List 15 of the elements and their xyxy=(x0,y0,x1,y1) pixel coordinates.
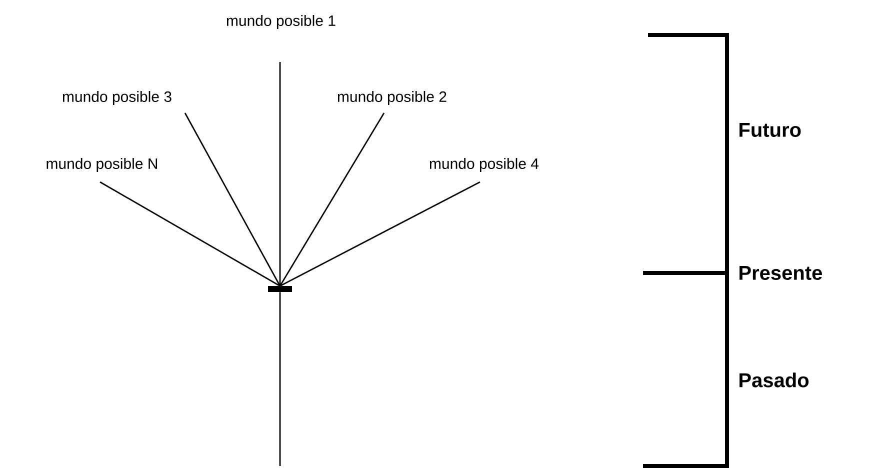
world-label: mundo posible 2 xyxy=(338,91,446,105)
branch-line xyxy=(279,112,385,286)
present-bar xyxy=(268,286,292,292)
time-label: Futuro xyxy=(740,123,801,137)
timeline-line xyxy=(279,292,281,466)
branch-line xyxy=(184,112,281,286)
branch-line xyxy=(279,62,281,286)
world-label: mundo posible 3 xyxy=(62,91,172,105)
branch-line xyxy=(100,181,280,287)
world-label: mundo posible 1 xyxy=(226,15,336,29)
branch-line xyxy=(280,181,480,287)
world-label: mundo posible 4 xyxy=(430,158,539,172)
time-label: Pasado xyxy=(740,372,809,388)
world-label: mundo posible N xyxy=(46,158,158,172)
time-label: Presente xyxy=(740,266,822,280)
